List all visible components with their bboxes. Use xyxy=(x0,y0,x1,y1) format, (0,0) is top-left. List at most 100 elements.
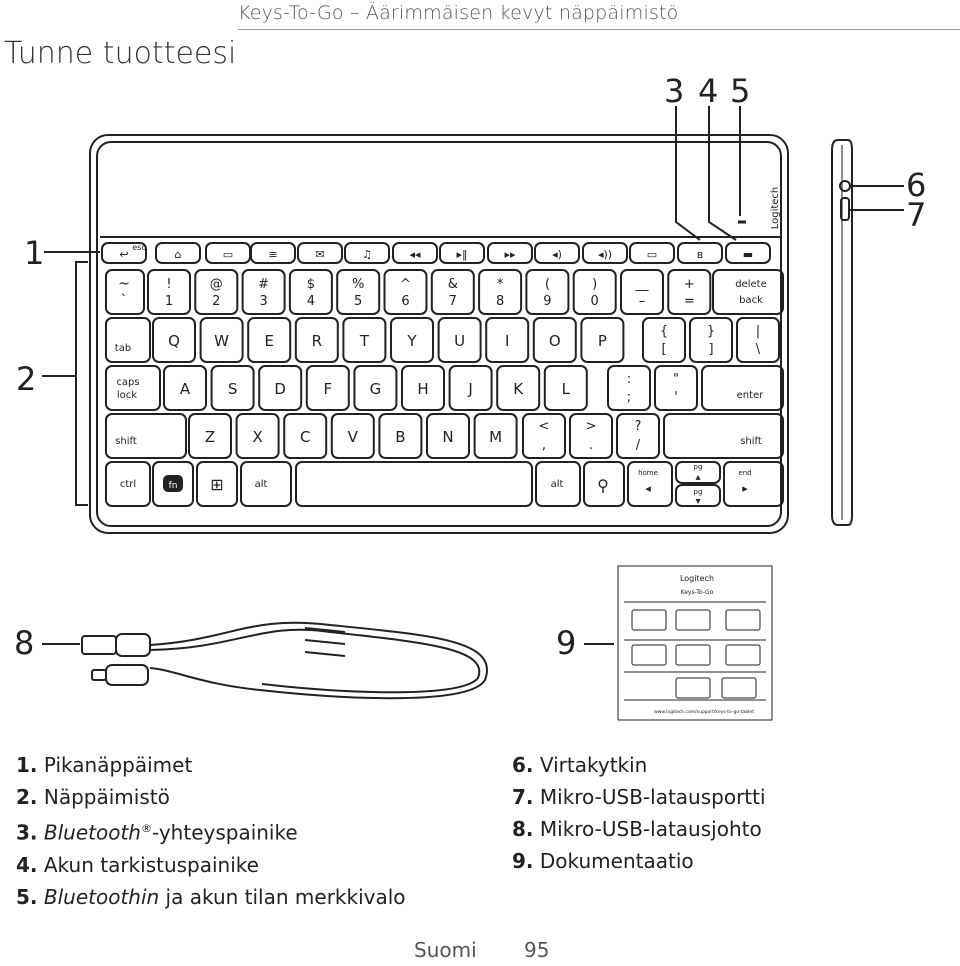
card-step-figure xyxy=(725,609,761,631)
key-label: [ xyxy=(661,342,666,357)
card-step-figure xyxy=(725,644,761,666)
shortcut-key xyxy=(439,242,485,264)
callout-8: 8 xyxy=(14,624,35,662)
callout-5: 5 xyxy=(730,72,751,110)
key xyxy=(522,413,566,459)
key-label: , xyxy=(542,438,546,453)
key xyxy=(736,317,780,363)
list-item: 1. Pikanäppäimet xyxy=(16,753,193,777)
key-label: W xyxy=(214,332,229,350)
key xyxy=(496,365,541,411)
key-label: { xyxy=(660,324,668,339)
battery-icon: ▬ xyxy=(743,248,753,261)
key-tilde xyxy=(105,269,145,315)
keyboard-side-view xyxy=(831,139,853,526)
key-shift-right xyxy=(663,413,784,459)
key-label: 3 xyxy=(259,294,267,309)
key xyxy=(305,365,350,411)
key-label: tab xyxy=(115,343,131,354)
key-label: 9 xyxy=(543,294,551,309)
card-step-figure xyxy=(675,609,711,631)
list-item: 4. Akun tarkistuspainike xyxy=(16,852,259,877)
key xyxy=(525,269,570,315)
key-label: ; xyxy=(627,390,631,405)
shortcut-key xyxy=(344,242,390,264)
key-label-fn: fn xyxy=(169,481,178,491)
key-label: ▸ xyxy=(742,482,748,495)
key-label: > xyxy=(586,419,597,434)
windows-icon: ⊞ xyxy=(210,475,223,494)
card-step-figure xyxy=(631,609,667,631)
key xyxy=(152,317,196,363)
key xyxy=(378,413,423,459)
key-pgup xyxy=(675,461,721,484)
key xyxy=(448,365,493,411)
key-label: delete xyxy=(735,279,767,290)
shortcut-icon: ≡ xyxy=(268,248,277,261)
key xyxy=(620,269,664,315)
key-label: | xyxy=(756,324,760,339)
key xyxy=(235,413,280,459)
key xyxy=(473,413,518,459)
card-url: www.logitech.com/support/keys-to-go-tabl… xyxy=(654,709,754,715)
key-search xyxy=(583,461,625,507)
key-label: & xyxy=(448,277,458,292)
key xyxy=(642,317,686,363)
micro-usb-connector xyxy=(91,669,107,681)
list-item: 7. Mikro-USB-latausportti xyxy=(512,785,766,809)
key-label: M xyxy=(489,428,502,446)
key-label: R xyxy=(312,332,322,350)
key-label: \ xyxy=(756,342,761,357)
shortcut-icon: ✉ xyxy=(315,248,324,261)
documentation-card: LogitechKeys-To-Gowww.logitech.com/suppo… xyxy=(617,565,773,721)
key xyxy=(667,269,712,315)
key xyxy=(342,317,387,363)
key-label: ^ xyxy=(400,277,411,292)
key-space xyxy=(295,461,533,507)
list-item: 8. Mikro-USB-latausjohto xyxy=(512,817,762,841)
key-label: lock xyxy=(117,390,137,401)
list-item: 9. Dokumentaatio xyxy=(512,849,694,873)
usb-a-connector xyxy=(81,635,117,655)
key-label: 8 xyxy=(496,294,504,309)
key-label: # xyxy=(258,277,269,292)
cable-loop-inner xyxy=(149,628,481,694)
shortcut-icon: ◂◂ xyxy=(409,248,421,261)
key-alt-left xyxy=(240,461,292,507)
key-tab xyxy=(105,317,151,363)
key-label: ▾ xyxy=(695,496,700,507)
shortcut-icon: ▸‖ xyxy=(456,248,467,261)
shortcut-key xyxy=(101,242,147,264)
key-label: % xyxy=(352,277,364,292)
parts-list-right: 6. Virtakytkin 7. Mikro-USB-latausportti… xyxy=(512,749,766,877)
key-label: . xyxy=(589,438,593,453)
key-label: Q xyxy=(168,332,180,350)
key-label: ( xyxy=(545,277,550,292)
key-label: – xyxy=(639,294,646,309)
key xyxy=(532,317,577,363)
key-label: G xyxy=(370,380,382,398)
shortcut-key xyxy=(392,242,438,264)
key-label: B xyxy=(395,428,405,446)
callout-6: 6 xyxy=(906,166,927,204)
search-icon: ⚲ xyxy=(597,476,609,495)
key xyxy=(330,413,375,459)
callout-7: 7 xyxy=(906,196,927,234)
key-label: pg xyxy=(694,463,703,471)
key-label: alt xyxy=(255,479,268,490)
key xyxy=(147,269,191,315)
footer-language: Suomi xyxy=(414,938,477,962)
key xyxy=(188,413,232,459)
key-label: 1 xyxy=(165,294,173,309)
shortcut-icon: ◂) xyxy=(552,248,562,261)
key-label: 7 xyxy=(449,294,457,309)
card-outline xyxy=(617,565,773,721)
product-title: Keys-To-Go – Äärimmäisen kevyt näppäimis… xyxy=(238,2,679,24)
key-label: ◂ xyxy=(645,482,651,495)
card-step-figure xyxy=(675,644,711,666)
key-label: @ xyxy=(210,277,223,292)
key xyxy=(430,269,475,315)
key-label: D xyxy=(274,380,286,398)
key-label: __ xyxy=(635,277,650,292)
